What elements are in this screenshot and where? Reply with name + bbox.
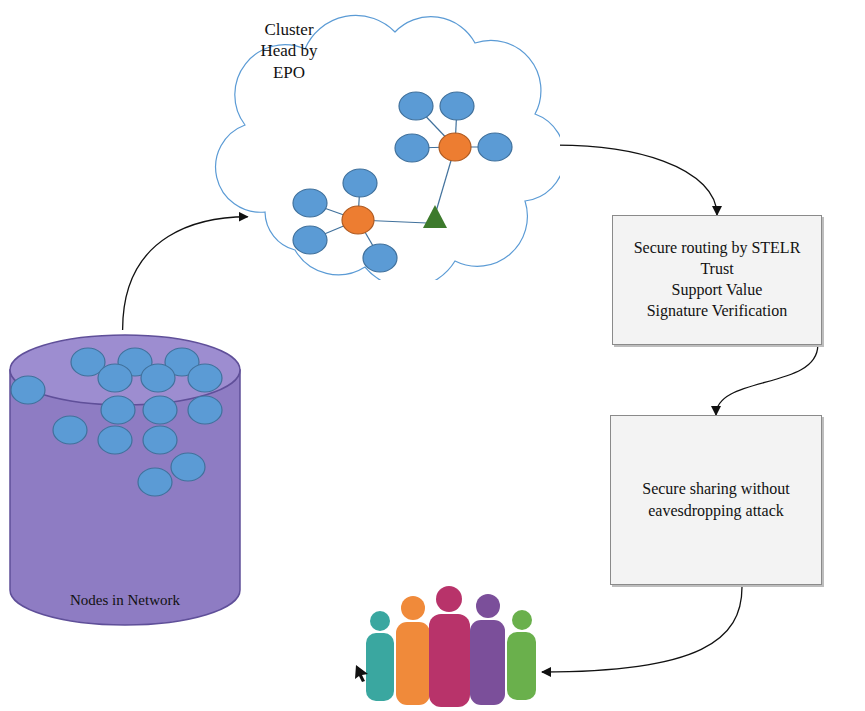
people-group (355, 586, 536, 707)
cloud-shape (205, 5, 560, 280)
node-label: Cluster Head by EPO (251, 19, 327, 83)
flow-arrow (716, 345, 818, 415)
process-box: Secure routing by STELRTrustSupport Valu… (612, 215, 822, 345)
text-group: Nodes in Network (5, 592, 245, 609)
text-group: Cluster Head by EPO (251, 19, 327, 83)
text-group: Secure routing by STELRTrustSupport Valu… (634, 238, 801, 321)
node-label: Trust (634, 259, 801, 280)
arrow-to-users (542, 587, 742, 672)
node-label: Secure sharing without eavesdropping att… (623, 478, 809, 521)
process-box: Secure sharing without eavesdropping att… (610, 415, 822, 585)
database-cylinder: Nodes in Network (5, 330, 245, 630)
cylinder-shape (5, 330, 245, 630)
node-label: Secure routing by STELR (634, 238, 801, 259)
node-label: Signature Verification (634, 301, 801, 322)
node-label: Support Value (634, 280, 801, 301)
cluster-cloud: Cluster Head by EPO (205, 5, 560, 280)
node-label: Nodes in Network (5, 592, 245, 609)
flow-arrow (123, 217, 248, 330)
text-group: Secure sharing without eavesdropping att… (623, 478, 809, 521)
